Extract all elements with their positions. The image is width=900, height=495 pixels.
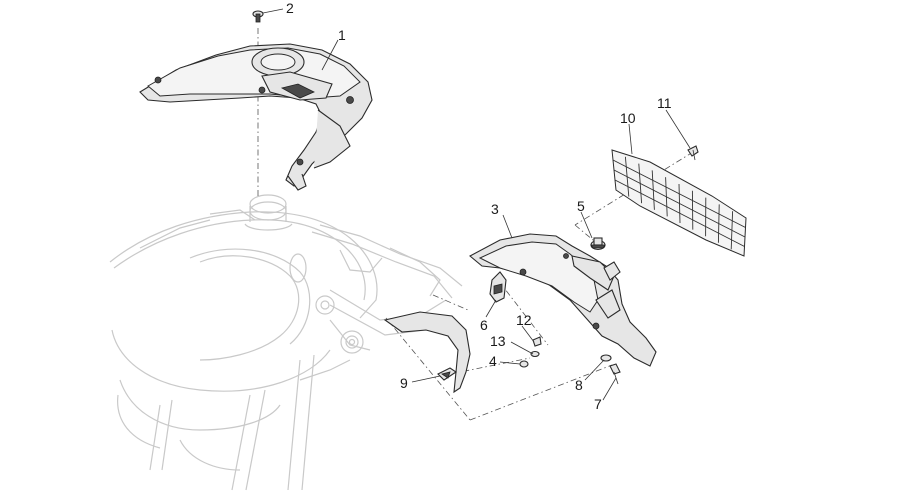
part-11-plate-screw (687, 145, 699, 161)
callout-6: 6 (480, 317, 488, 333)
callout-9: 9 (400, 375, 408, 391)
plate-grid-line (612, 159, 746, 228)
part-6-clip (489, 271, 507, 303)
part-2-screw (252, 10, 264, 23)
part-1-rear-top-cover (139, 43, 373, 191)
plate-grid-line (613, 169, 746, 238)
callout-7: 7 (594, 396, 602, 412)
callout-10: 10 (620, 110, 636, 126)
callout-labels: 1 2 3 4 5 6 7 8 9 10 11 12 13 (286, 0, 672, 412)
leader-lines (262, 8, 691, 401)
part-10-plate-grid (611, 149, 747, 257)
part-12-screw (532, 336, 542, 347)
part-5-bolt (590, 237, 606, 251)
callout-2: 2 (286, 0, 294, 16)
callout-11: 11 (657, 95, 672, 111)
callout-5: 5 (577, 198, 585, 214)
plate-grid-line (614, 179, 745, 247)
callout-13: 13 (490, 333, 506, 349)
callout-8: 8 (575, 377, 583, 393)
part-9-bracket (383, 311, 471, 394)
callout-4: 4 (489, 353, 497, 369)
part-3-plate-holder (469, 233, 657, 367)
callout-12: 12 (516, 312, 532, 328)
part-13-washer (530, 350, 540, 358)
part-7-screw (609, 363, 621, 385)
part-8-washer (600, 354, 612, 362)
part-4-nut (519, 360, 529, 368)
callout-1: 1 (338, 27, 346, 43)
scooter-frame-ghost (109, 194, 463, 491)
callout-3: 3 (491, 201, 499, 217)
